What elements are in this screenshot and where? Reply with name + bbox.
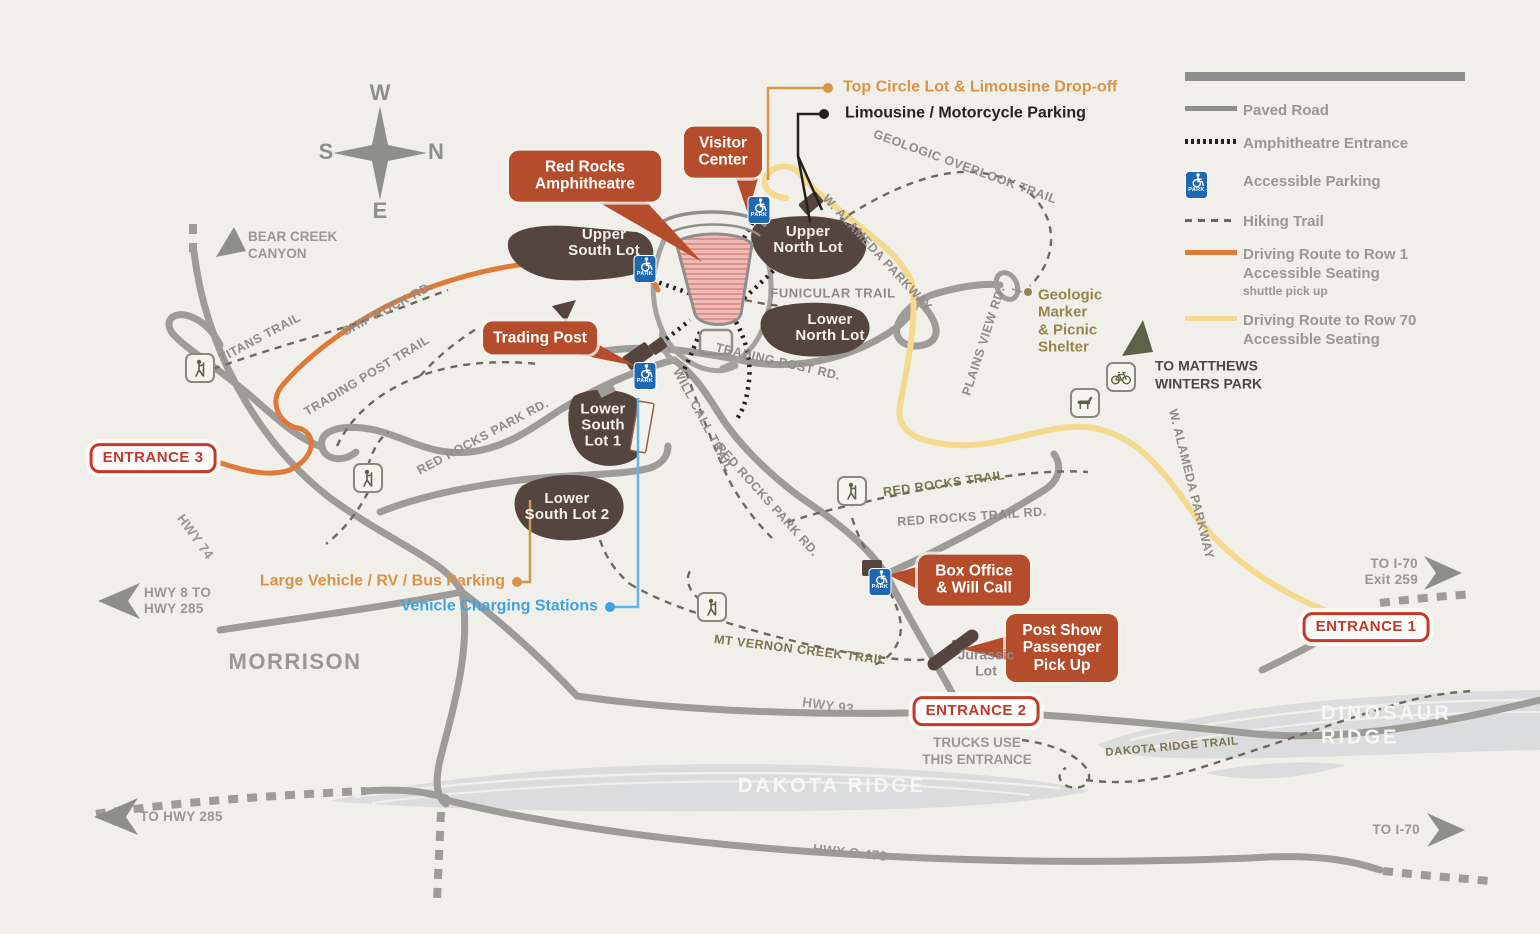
legend-sublabel: shuttle pick up [1243,283,1328,298]
hwy-8-285-label: HWY 8 TO HWY 285 [144,585,212,616]
wheelchair-icon [1192,173,1204,188]
bear-creek-arrow-icon [216,227,246,257]
visitor-center-callout: Visitor Center [684,126,762,178]
direction-arrows [94,227,1465,847]
box-office-callout: Box Office & Will Call [918,554,1030,606]
paved-roads [165,248,1540,874]
route-row70-swatch [1185,311,1243,321]
wheelchair-icon [640,364,653,379]
entrance-2-badge: ENTRANCE 2 [912,696,1040,726]
wheelchair-icon [640,257,653,272]
bear-creek-canyon-label: BEAR CREEK CANYON [248,229,338,261]
accessible-parking-icon: PARK [1185,171,1208,199]
hiker-icon [837,476,867,506]
upper-north-lot-label: Upper North Lot [773,222,843,256]
lower-south-lot1-label: Lower South Lot 1 [580,400,626,451]
matthews-arrow-icon [1122,320,1153,356]
hiker-icon [353,463,383,493]
i70-exit-arrow-icon [1424,556,1462,590]
post-show-pickup-callout: Post Show Passenger Pick Up [1006,613,1118,683]
legend-label: Driving Route to Row 70 Accessible Seati… [1243,311,1417,349]
park-sign-text: PARK [1188,187,1205,193]
hwy8-arrow-icon [98,583,140,619]
to-i70-label: TO I-70 [1372,822,1420,838]
trading-post-callout: Trading Post [483,321,597,355]
large-vehicle-parking-label: Large Vehicle / RV / Bus Parking [259,572,505,590]
hiking-trail-swatch [1185,212,1243,222]
compass-east: E [372,198,388,224]
legend-item-accessible-parking: PARK Accessible Parking [1185,166,1465,199]
lower-south-lot2-label: Lower South Lot 2 [524,489,610,523]
accessible-parking-icon: PARK [633,255,657,283]
legend-item-paved-road: Paved Road [1185,101,1465,121]
small-structure [596,381,616,398]
morrison-label: MORRISON [228,649,362,675]
accessible-parking-icon: PARK [633,362,657,390]
legend-label: Driving Route to Row 1 Accessible Seatin… [1243,245,1408,283]
horse-icon [1070,388,1100,418]
legend-item-route-row1: Driving Route to Row 1 Accessible Seatin… [1185,245,1465,298]
limousine-parking-label: Limousine / Motorcycle Parking [845,104,1086,122]
legend: Paved Road Amphitheatre Entrance PARK Ac… [1185,72,1465,363]
legend-item-amphitheatre-entrance: Amphitheatre Entrance [1185,134,1465,154]
pointer-lines [512,83,1032,612]
red-rocks-amphitheatre-callout: Red Rocks Amphitheatre [509,150,661,202]
legend-label: Amphitheatre Entrance [1243,134,1409,152]
lower-north-lot-label: Lower North Lot [795,310,865,344]
dashed-road-stubs [95,224,1491,901]
hiking-trails [212,170,1475,789]
amphitheatre-shape [661,210,768,356]
compass-south: S [318,139,334,165]
compass-north: N [428,139,444,165]
upper-south-lot-label: Upper South Lot [568,225,640,259]
accessible-parking-icon: PARK [868,568,892,596]
park-sign-text: PARK [636,271,654,277]
entrance-3-badge: ENTRANCE 3 [89,443,217,473]
bicycle-icon [1106,362,1136,392]
legend-top-bar [1185,72,1465,81]
geologic-marker-label: Geologic Marker & Picnic Shelter [1038,286,1103,356]
accessible-parking-swatch: PARK [1185,166,1243,199]
legend-label: Paved Road [1243,102,1329,119]
route-row1-swatch [1185,245,1243,255]
jurassic-lot-label: Jurassic Lot [957,646,1015,678]
park-sign-text: PARK [636,378,654,384]
legend-item-hiking-trail: Hiking Trail [1185,212,1465,232]
dakota-ridge-label: DAKOTA RIDGE [737,775,927,798]
hiker-icon [185,353,215,383]
park-sign-text: PARK [750,212,768,218]
compass-rose-icon [333,106,427,200]
funicular-trail-label: FUNICULAR TRAIL [770,285,896,301]
entrance-dots-swatch [1185,134,1243,144]
wheelchair-icon [754,198,767,213]
legend-label: Accessible Parking [1243,173,1381,190]
hwy285-arrow-icon [94,798,138,835]
to-i70-exit259-label: TO I-70 Exit 259 [1364,556,1418,587]
compass-west: W [369,80,391,106]
hiker-icon [697,592,727,622]
matthews-winters-label: TO MATTHEWS WINTERS PARK [1155,357,1263,392]
parking-lots [507,191,979,671]
i70-arrow-icon [1427,813,1465,847]
entrance-1-badge: ENTRANCE 1 [1302,612,1430,642]
wheelchair-icon [875,570,888,585]
legend-label: Hiking Trail [1243,213,1324,230]
accessible-parking-icon: PARK [747,196,771,224]
park-sign-text: PARK [871,584,889,590]
legend-item-route-row70: Driving Route to Row 70 Accessible Seati… [1185,311,1465,350]
top-circle-lot-label: Top Circle Lot & Limousine Drop-off [843,78,1118,96]
vehicle-charging-label: Vehicle Charging Stations [400,597,598,615]
paved-road-swatch [1185,101,1243,111]
dinosaur-ridge-label: DINOSAUR RIDGE [1321,702,1452,748]
trucks-entrance-note: TRUCKS USE THIS ENTRANCE [922,735,1032,767]
to-hwy-285-label: TO HWY 285 [140,809,223,825]
